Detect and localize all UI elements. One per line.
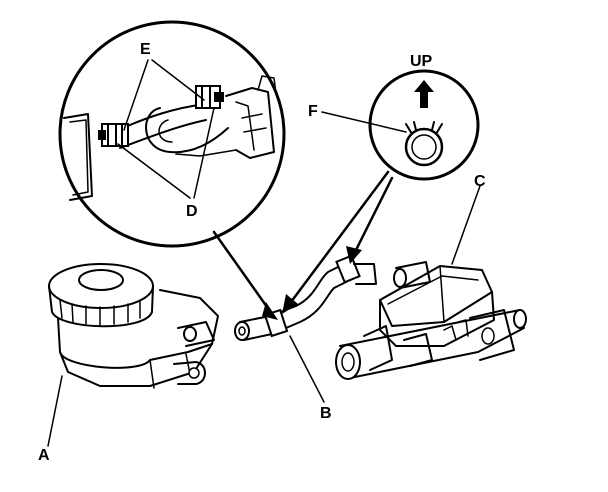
label-a: A — [38, 447, 50, 464]
label-b: B — [320, 405, 332, 422]
clip-detail-inset — [368, 69, 480, 181]
lower-hose-clamp — [98, 123, 129, 147]
label-c: C — [474, 173, 486, 190]
clamp-detail-inset — [58, 20, 286, 248]
label-e: E — [140, 41, 151, 58]
reservoir-hose — [234, 254, 377, 341]
leader-lines — [47, 59, 481, 447]
upper-hose-clamp — [195, 85, 224, 109]
up-arrow-icon — [414, 80, 434, 108]
label-f: F — [308, 103, 318, 120]
label-d: D — [186, 203, 198, 220]
label-up: UP — [410, 53, 433, 70]
brake-fluid-reservoir — [48, 263, 219, 389]
brake-master-cylinder — [335, 261, 527, 380]
